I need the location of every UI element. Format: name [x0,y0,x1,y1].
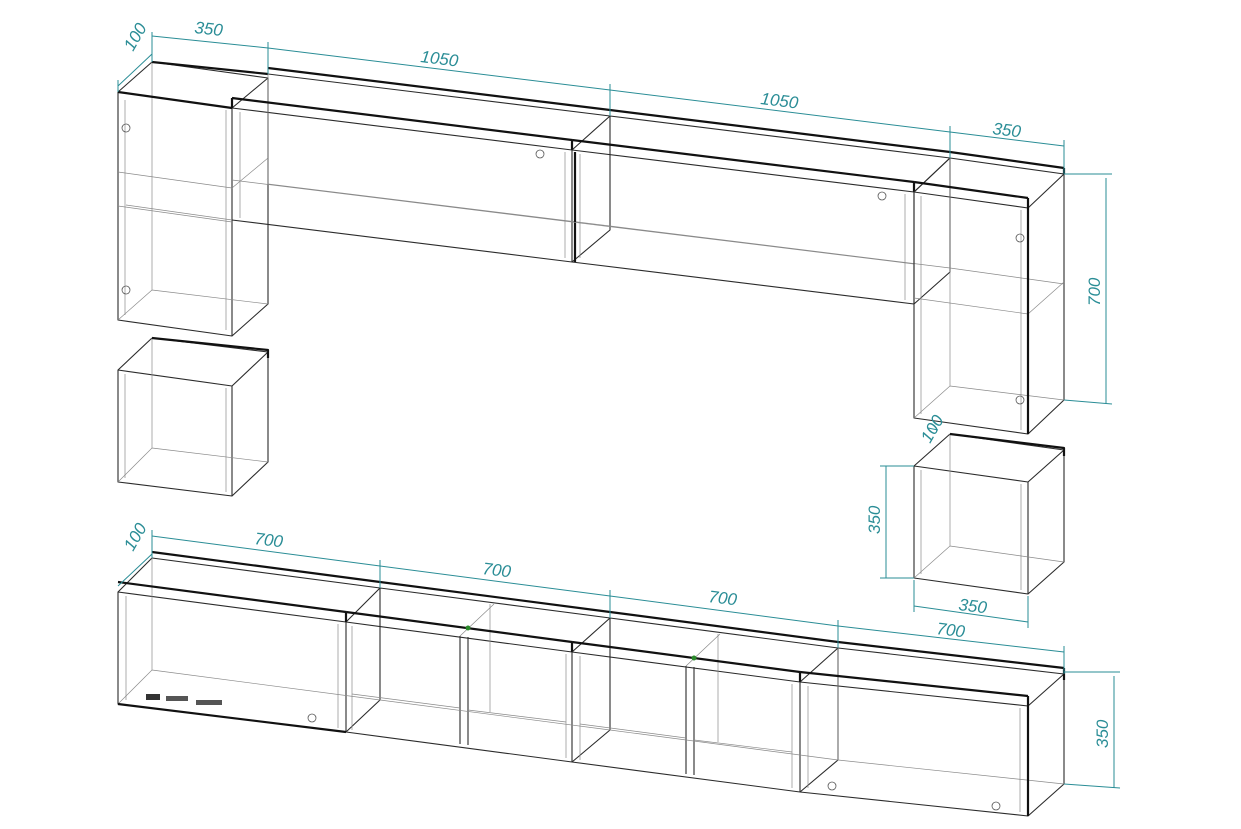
dim-bottom-span-4: 700 [936,619,967,641]
small-cube-left [117,336,270,497]
bottom-cabinet-2 [345,580,611,763]
dim-top-left-depth: 100 [120,19,151,54]
tall-cabinet-right [913,150,1066,435]
tall-cabinet-left [117,60,269,337]
dim-bottom-span-1: 700 [254,529,285,551]
dim-small-right-depth: 100 [917,411,948,446]
dimension-lines [117,32,1121,789]
wide-cabinet-2 [571,108,951,305]
dim-top-span-2: 1050 [760,89,800,113]
dim-small-right-width: 350 [958,595,989,617]
small-cube-right [913,432,1066,595]
dim-bottom-depth: 100 [120,519,151,554]
dim-bottom-span-2: 700 [482,559,513,581]
wide-cabinet-1 [230,66,611,263]
hardware-marks [121,123,1025,811]
bottom-cabinet-1 [117,550,381,734]
dim-bottom-height: 350 [1093,719,1112,748]
dim-top-span-1: 1050 [420,47,460,71]
dim-bottom-span-3: 700 [708,587,739,609]
dim-small-right-height: 350 [865,505,884,534]
dim-right-tall-height: 700 [1085,277,1104,306]
dim-top-right-width: 350 [992,119,1023,141]
bottom-cabinet-4 [799,640,1066,817]
bottom-cabinet-3 [571,610,839,793]
dim-top-left-width: 350 [194,18,225,40]
